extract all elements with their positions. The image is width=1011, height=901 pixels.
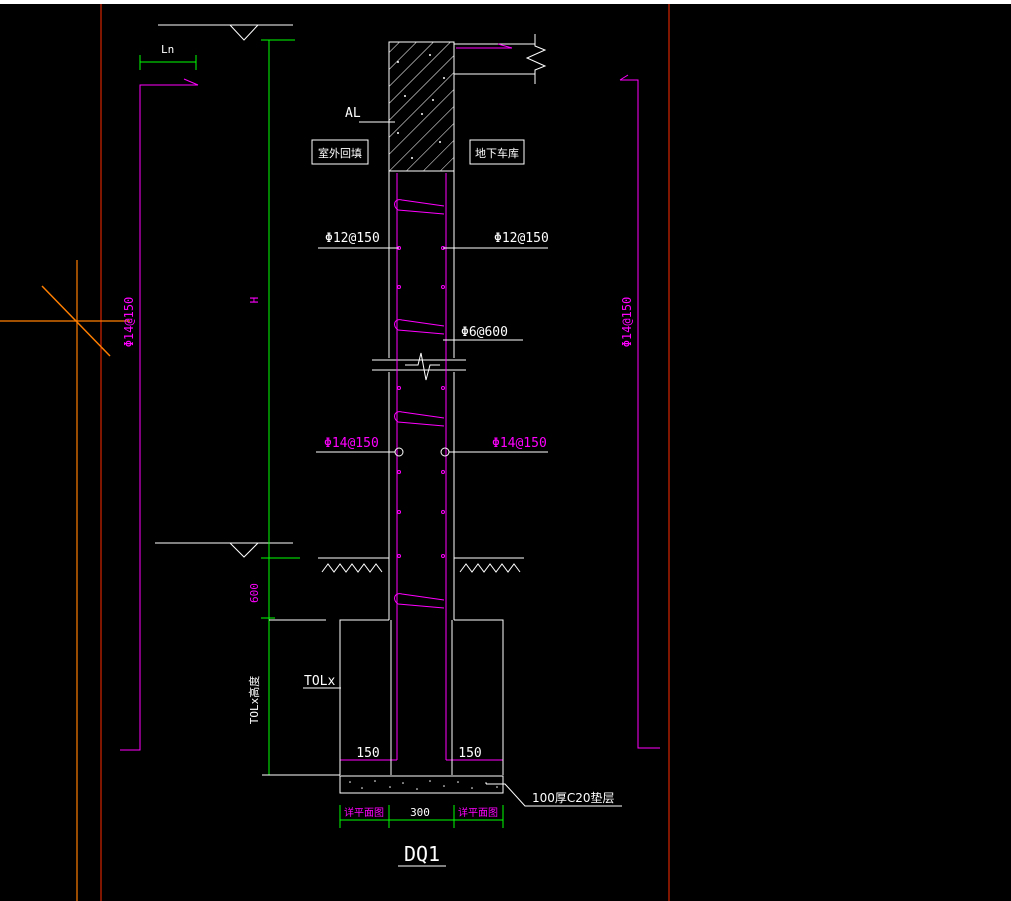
vertical-rebar-left <box>120 78 199 751</box>
rebar-left-top-label: Φ12@150 <box>325 231 380 246</box>
retaining-wall <box>388 171 455 620</box>
dim-150-left-label: 150 <box>356 746 379 761</box>
height-dimension <box>261 39 300 775</box>
footing <box>339 619 504 775</box>
cushion-dots <box>349 780 498 790</box>
width-dimension <box>339 805 504 828</box>
slab-edge <box>454 34 547 84</box>
drawing-title: DQ1 <box>404 842 440 866</box>
dim-left-width-label: 详平面图 <box>344 806 384 819</box>
slab-rebar <box>456 43 513 49</box>
level-marker-top <box>158 24 293 41</box>
vertical-rebar-right <box>619 74 660 749</box>
dim-150-right-label: 150 <box>458 746 481 761</box>
rebar-left-bottom-label: Φ14@150 <box>324 436 379 451</box>
grid-axes <box>0 4 670 901</box>
dim-300-label: 300 <box>410 806 430 819</box>
tie-bar-label: Φ6@600 <box>461 325 508 340</box>
tie-bars <box>394 199 445 609</box>
wall-rebar <box>340 173 503 761</box>
underground-garage-label: 地下车库 <box>475 146 519 160</box>
beam-concrete-dots <box>397 54 445 159</box>
cushion-leader <box>486 783 622 807</box>
ln-dimension <box>139 55 197 70</box>
vertical-rebar-right-label: Φ14@150 <box>620 297 634 348</box>
al-label: AL <box>345 106 361 121</box>
wall-break-line <box>372 352 466 381</box>
level-marker-ground <box>155 542 293 558</box>
footing-height-dimension <box>262 619 340 776</box>
rebar-right-bottom-label: Φ14@150 <box>492 436 547 451</box>
outdoor-backfill-box <box>311 139 369 165</box>
ground-line <box>318 557 524 573</box>
dim-right-width-label: 详平面图 <box>458 806 498 819</box>
cushion-layer <box>339 775 504 794</box>
outdoor-backfill-label: 室外回填 <box>318 146 362 160</box>
orange-cross-mark <box>41 285 111 357</box>
cushion-label: 100厚C20垫层 <box>532 790 615 805</box>
height-label: H <box>248 297 261 304</box>
vertical-rebar-left-label: Φ14@150 <box>122 297 136 348</box>
tolx-label: TOLx <box>304 674 335 689</box>
top-bar <box>0 0 1011 4</box>
dim-600-label: 600 <box>248 583 261 603</box>
rebar-dots <box>394 246 450 558</box>
tolx-height-label: TOLx高度 <box>247 676 261 725</box>
top-beam-al <box>388 41 455 172</box>
ln-label: Ln <box>161 43 174 56</box>
underground-garage-box <box>469 139 525 165</box>
rebar-right-top-label: Φ12@150 <box>494 231 549 246</box>
